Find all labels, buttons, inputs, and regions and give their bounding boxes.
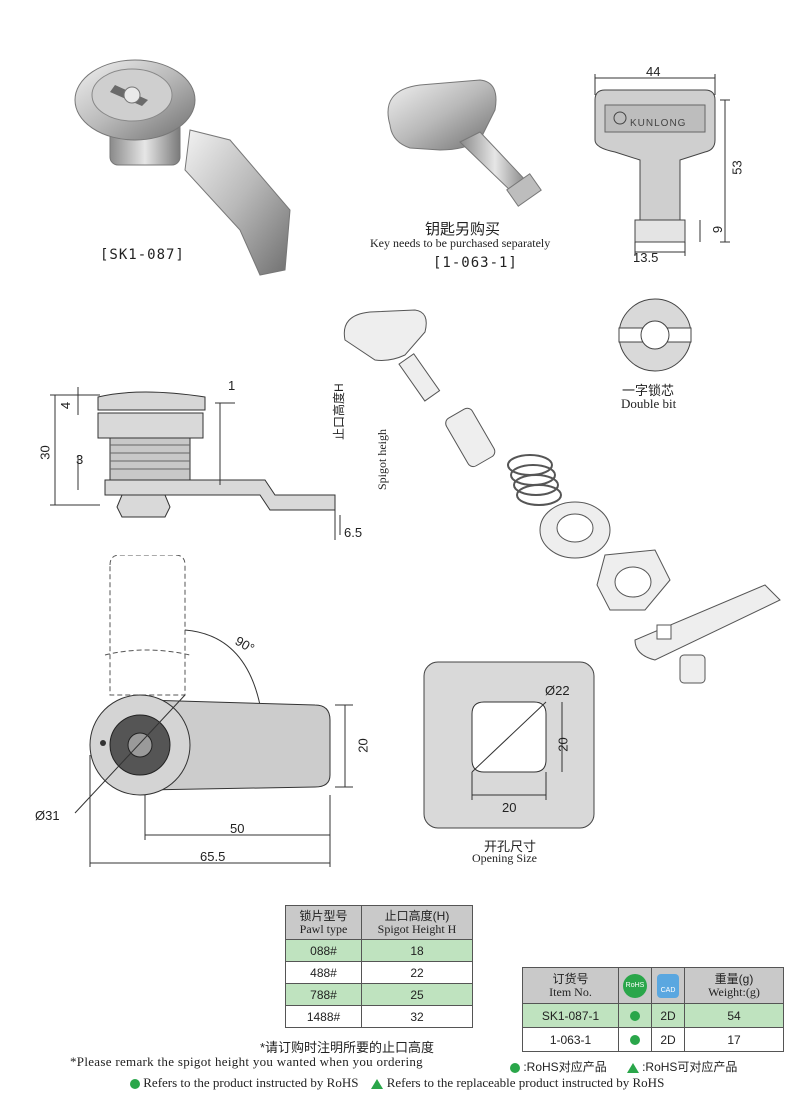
order-col-weight-en: Weight:(g) [708, 984, 760, 999]
pawl-col-type-en: Pawl type [299, 921, 348, 936]
order-cad-cell: 2D [651, 1027, 685, 1052]
order-cad-cell: 2D [651, 1003, 685, 1028]
legend-cn-dot-text: :RoHS对应产品 [523, 1060, 607, 1074]
pawl-note-en: *Please remark the spigot height you wan… [70, 1054, 423, 1069]
double-bit-label-cn: 一字锁芯 [622, 383, 675, 398]
pawl-height-cell: 32 [361, 1005, 473, 1028]
opening-size-drawing [422, 660, 597, 830]
order-col-item-en: Item No. [549, 984, 592, 999]
table-row: 1-063-1 2D 17 [522, 1027, 784, 1052]
legend-cn: :RoHS对应产品 :RoHS可对应产品 [510, 1058, 737, 1075]
pawl-type-cell: 488# [285, 961, 362, 984]
order-weight-cell: 17 [684, 1027, 784, 1052]
key-dim-tip: 9 [710, 225, 726, 234]
spigot-label-cn: 止口高度H [332, 383, 346, 440]
legend-cn-tri-text: :RoHS可对应产品 [642, 1060, 738, 1074]
top-view-drawing [35, 554, 395, 875]
table-row: 488# 22 [285, 961, 473, 984]
rohs-triangle-icon [626, 1062, 639, 1073]
top-dim-20: 20 [355, 738, 371, 753]
key-brand: KUNLONG [630, 118, 687, 129]
pawl-col-type-cn: 锁片型号 [299, 908, 348, 923]
rohs-dot-cell [618, 1027, 652, 1052]
side-dim-6-5: 6.5 [344, 525, 363, 540]
side-dim-1: 1 [228, 378, 236, 393]
opening-dim-w20: 20 [502, 800, 517, 815]
pawl-col-height-en: Spigot Height H [377, 921, 457, 936]
pawl-note-cn: *请订购时注明所要的止口高度 [260, 1040, 435, 1055]
key-drawing [580, 70, 780, 270]
legend-en: Refers to the product instructed by RoHS… [130, 1075, 664, 1091]
top-dim-65-5: 65.5 [200, 849, 226, 864]
pawl-type-cell: 1488# [285, 1005, 362, 1028]
side-dim-4: 4 [58, 401, 74, 410]
exploded-view [335, 300, 785, 695]
pawl-type-cell: 788# [285, 983, 362, 1006]
order-col-rohs-header: RoHS [618, 967, 652, 1004]
rohs-triangle-icon [371, 1079, 384, 1090]
table-row: SK1-087-1 2D 54 [522, 1003, 784, 1028]
table-row: 1488# 32 [285, 1005, 473, 1028]
key-dim-width: 44 [646, 64, 661, 79]
table-row: 088# 18 [285, 939, 473, 962]
rohs-dot-icon [630, 1011, 640, 1022]
key-note-cn: 钥匙另购买 [425, 221, 501, 238]
pawl-table: 锁片型号 Pawl type 止口高度(H) Spigot Height H 0… [285, 905, 473, 1028]
rohs-icon: RoHS [623, 973, 647, 998]
table-row: 788# 25 [285, 983, 473, 1006]
order-table: 订货号 Item No. RoHS CAD 重量(g) Weight:(g) S… [522, 967, 784, 1052]
key-photo [370, 70, 570, 220]
double-bit-drawing [615, 295, 695, 375]
pawl-col-height-header: 止口高度(H) Spigot Height H [361, 905, 473, 940]
rohs-dot-icon [510, 1062, 520, 1073]
cad-icon: CAD [657, 973, 679, 998]
product-model-label: [SK1-087] [100, 247, 185, 263]
rohs-dot-cell [618, 1003, 652, 1028]
opening-label-cn: 开孔尺寸 [484, 839, 537, 854]
rohs-dot-icon [630, 1035, 640, 1046]
opening-label-en: Opening Size [472, 851, 537, 865]
pawl-height-cell: 18 [361, 939, 473, 962]
side-dim-3: 3 [76, 452, 84, 467]
side-view-drawing [40, 375, 370, 545]
pawl-height-cell: 22 [361, 961, 473, 984]
double-bit-label-en: Double bit [621, 396, 677, 411]
order-col-weight-cn: 重量(g) [714, 971, 754, 986]
product-photo [60, 40, 330, 280]
pawl-col-height-cn: 止口高度(H) [384, 908, 450, 923]
key-note-en: Key needs to be purchased separately [370, 236, 551, 250]
side-dim-30: 30 [37, 445, 53, 460]
spigot-label-en: Spigot heigh [375, 428, 389, 490]
opening-dim-dia: Ø22 [545, 683, 570, 698]
legend-en-dot-text: Refers to the product instructed by RoHS [143, 1075, 359, 1090]
pawl-height-cell: 25 [361, 983, 473, 1006]
key-dim-shaft: 13.5 [633, 250, 659, 265]
order-col-item-cn: 订货号 [552, 971, 589, 986]
order-col-weight-header: 重量(g) Weight:(g) [684, 967, 784, 1004]
order-col-item-header: 订货号 Item No. [522, 967, 619, 1004]
top-dim-50: 50 [230, 821, 245, 836]
key-dim-height: 53 [729, 160, 745, 175]
key-model-label: [1-063-1] [433, 255, 518, 271]
order-col-cad-header: CAD [651, 967, 685, 1004]
pawl-col-type-header: 锁片型号 Pawl type [285, 905, 362, 940]
legend-en-tri-text: Refers to the replaceable product instru… [386, 1075, 665, 1090]
order-item-cell: 1-063-1 [522, 1027, 619, 1052]
order-item-cell: SK1-087-1 [522, 1003, 619, 1028]
top-dim-dia: Ø31 [35, 808, 60, 823]
opening-dim-h20: 20 [555, 737, 571, 752]
pawl-type-cell: 088# [285, 939, 362, 962]
order-weight-cell: 54 [684, 1003, 784, 1028]
rohs-dot-icon [130, 1079, 140, 1090]
